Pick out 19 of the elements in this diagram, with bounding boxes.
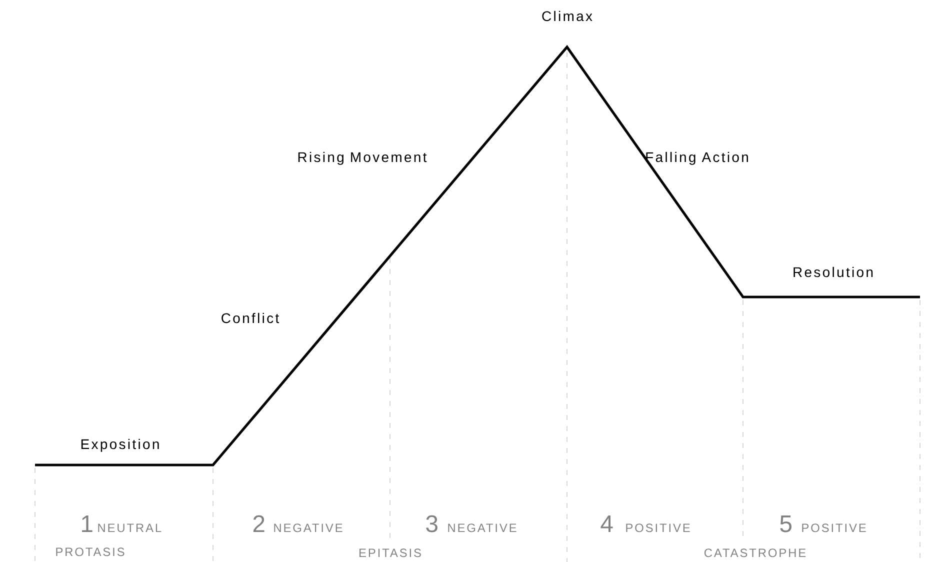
stage-tone-label: NEGATIVE [448, 524, 516, 532]
stage-number: 3 [426, 515, 438, 532]
stage-label: Exposition [81, 438, 159, 452]
stage-tone-label: NEUTRAL [98, 524, 162, 532]
stage-tone-label: NEGATIVE [274, 524, 342, 532]
stage-label: Conflict [222, 312, 280, 324]
stage-label: Falling Action [646, 152, 748, 165]
stage-tone-label: POSITIVE [802, 524, 866, 532]
stage-label: Resolution [794, 266, 873, 278]
act-label: CATASTROPHE [704, 548, 806, 558]
stage-tone-label: POSITIVE [626, 524, 690, 532]
stage-number: 1 [82, 516, 92, 532]
stage-number: 2 [253, 515, 264, 532]
stage-number: 4 [600, 516, 613, 532]
stage-label: Rising Movement [298, 152, 427, 165]
act-label: EPITASIS [360, 548, 421, 558]
stage-number: 5 [780, 516, 792, 532]
act-label: PROTASIS [56, 548, 124, 556]
stage-label: Climax [542, 10, 592, 22]
